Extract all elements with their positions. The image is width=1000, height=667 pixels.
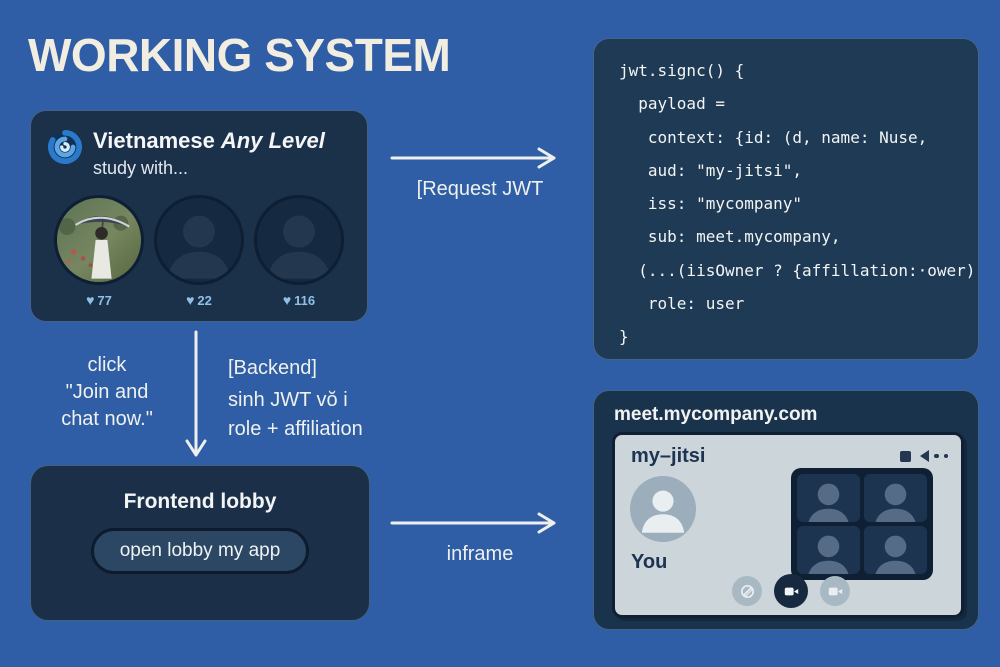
community-subtitle: study with... (93, 158, 189, 178)
backend-line: [Backend] (228, 357, 317, 379)
code-line: context: {id: (d, name: Nuse, (619, 127, 928, 147)
page-title: WORKING SYSTEM (28, 29, 451, 81)
likes-value: 116 (294, 293, 316, 308)
self-avatar (630, 476, 696, 542)
code-line: iss: "mycompany" (619, 194, 803, 214)
click-line: click (87, 354, 127, 376)
member-avatar-placeholder[interactable] (154, 195, 244, 285)
community-level-text: Any Level (220, 128, 325, 153)
member-item: ♥22 (153, 195, 246, 308)
camera-on-button[interactable] (774, 574, 808, 608)
open-lobby-button[interactable]: open lobby my app (91, 528, 309, 574)
participant-tile[interactable] (797, 526, 860, 574)
member-avatar-placeholder[interactable] (254, 195, 344, 285)
frontend-lobby-card: Frontend lobby open lobby my app (30, 465, 370, 621)
heart-icon: ♥ (86, 292, 95, 308)
request-jwt-arrow (390, 147, 556, 169)
code-line: payload = (619, 94, 725, 114)
backend-note-label: [Backend] sinh JWT vŏ i role + affiliati… (228, 354, 413, 444)
inframe-arrow (390, 512, 556, 534)
speaker-triangle-icon[interactable] (914, 450, 929, 462)
heart-icon: ♥ (282, 292, 292, 308)
more-dots-icon[interactable] (934, 453, 939, 459)
code-line: aud: "my-jitsi", (619, 160, 803, 180)
likes-count: ♥77 (53, 292, 146, 308)
member-avatars-row: ♥77 ♥22 ♥116 (31, 195, 367, 308)
mic-muted-button[interactable] (732, 576, 762, 606)
code-line: role: user (619, 294, 745, 314)
participants-grid (791, 468, 933, 580)
member-item: ♥116 (253, 195, 346, 308)
likes-count: ♥22 (153, 292, 246, 308)
likes-value: 22 (197, 293, 212, 308)
you-label: You (631, 551, 668, 573)
camera-icon (828, 587, 842, 595)
meet-card: meet.mycompany.com my–jitsi You (593, 390, 979, 630)
code-line: jwt.signc() { (619, 61, 745, 80)
participant-tile[interactable] (797, 474, 860, 522)
backend-line: sinh JWT vŏ i (228, 389, 348, 411)
backend-flow-arrow (185, 330, 207, 457)
click-line: "Join and (65, 381, 149, 403)
meet-domain-label: meet.mycompany.com (614, 404, 818, 425)
likes-value: 77 (97, 293, 112, 308)
code-line: sub: meet.mycompany, (619, 227, 841, 247)
code-line: (...(iisOwner ? {affillation:·ower) (619, 260, 976, 280)
inframe-label: inframe (446, 543, 514, 565)
click-action-label: click "Join and chat now." (26, 352, 188, 433)
participant-tile[interactable] (864, 474, 927, 522)
call-controls-bar (615, 574, 967, 608)
more-dots-icon[interactable] (943, 453, 948, 459)
community-name-text: Vietnamese (93, 128, 215, 153)
heart-icon: ♥ (186, 292, 195, 308)
backend-line: role + affiliation (228, 418, 363, 440)
code-line: } (619, 327, 629, 347)
request-jwt-label: [Request JWT (416, 178, 544, 200)
mic-muted-icon (740, 584, 754, 598)
member-item: ♥77 (53, 195, 146, 308)
jitsi-window-title: my–jitsi (631, 445, 706, 467)
click-line: chat now." (61, 408, 153, 430)
window-control-icons (900, 450, 948, 462)
jwt-code-panel: jwt.signc() { payload = context: {id: (d… (593, 38, 979, 360)
swirl-logo-icon (48, 130, 82, 164)
camera-off-button[interactable] (820, 576, 850, 606)
jitsi-window: my–jitsi You (612, 432, 964, 618)
screenshare-square-icon[interactable] (900, 450, 911, 462)
camera-icon (784, 587, 798, 595)
frontend-lobby-title: Frontend lobby (123, 490, 277, 513)
participant-tile[interactable] (864, 526, 927, 574)
member-avatar-photo[interactable] (54, 195, 144, 285)
likes-count: ♥116 (253, 292, 346, 308)
